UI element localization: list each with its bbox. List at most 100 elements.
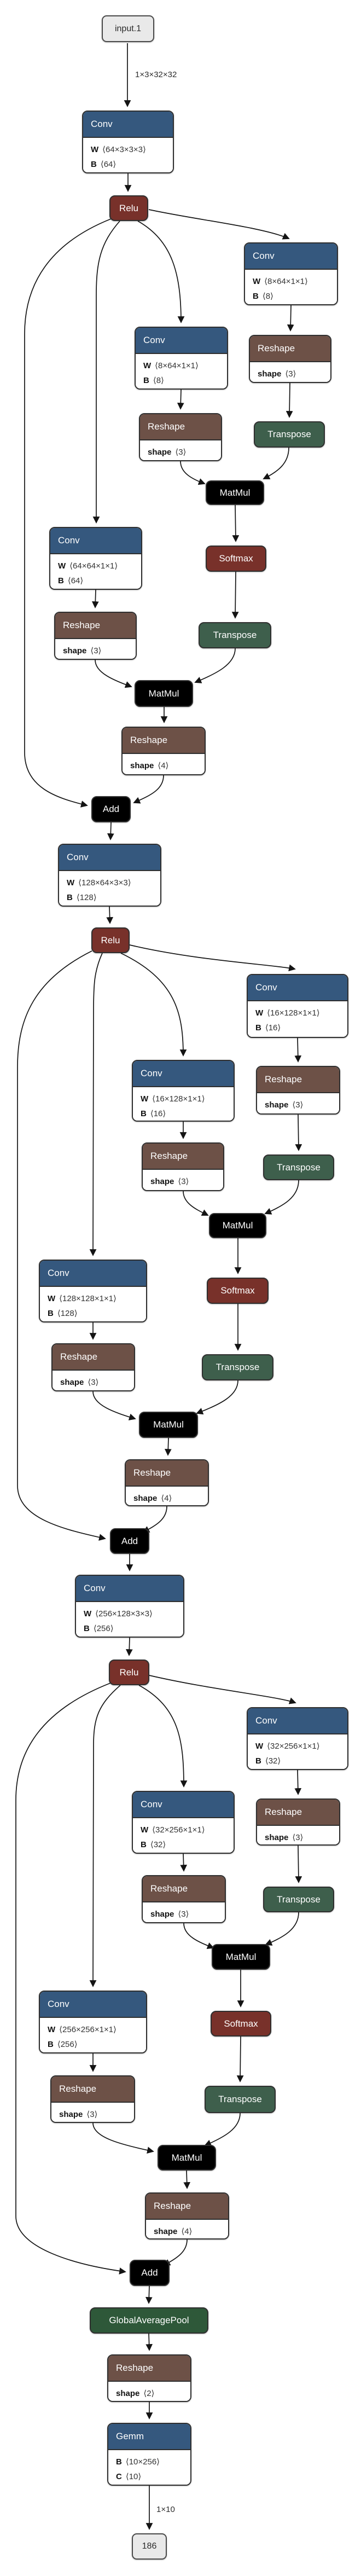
param-row: B⟨10×256⟩: [116, 2457, 160, 2467]
node-add3[interactable]: Add: [130, 2260, 170, 2286]
conv1-value-params: W⟨64×64×1×1⟩B⟨64⟩: [50, 554, 141, 589]
node-reshape-flat[interactable]: Reshape shape⟨2⟩: [107, 2354, 191, 2402]
conv1-key-header: Conv: [245, 243, 337, 270]
edge-relu3-to-conv3-key: [149, 1675, 296, 1704]
param-row: W⟨256×128×3×3⟩: [84, 1609, 153, 1618]
edge-relu1-to-add1: [24, 218, 112, 808]
edge-transpose1-key-to-matmul1-qk: [263, 447, 289, 479]
edge-conv1-query-to-reshape1-query: [177, 389, 184, 410]
node-softmax1[interactable]: Softmax: [206, 546, 266, 572]
param-row: shape⟨3⟩: [258, 369, 296, 379]
node-matmul2-av[interactable]: MatMul: [139, 1412, 198, 1438]
param-row: W⟨32×256×1×1⟩: [255, 1742, 320, 1751]
conv2-value-header: Conv: [40, 1261, 146, 1287]
node-add2[interactable]: Add: [110, 1528, 149, 1554]
edge-relu3-to-add3: [15, 1682, 126, 2275]
reshape1-value-header: Reshape: [55, 613, 136, 639]
conv2-query-header: Conv: [133, 1061, 234, 1087]
edge-relu3-to-conv3-value: [89, 1685, 121, 1987]
conv3-key-header: Conv: [248, 1708, 347, 1734]
node-relu3[interactable]: Relu: [109, 1660, 149, 1685]
param-row: B⟨16⟩: [255, 1023, 281, 1032]
param-row: B⟨64⟩: [58, 576, 84, 585]
reshape3-value-header: Reshape: [51, 2076, 134, 2103]
node-matmul1-av[interactable]: MatMul: [135, 680, 193, 707]
edge-conv3-query-to-reshape3-query: [180, 1853, 188, 1872]
edge-transpose3-attn-to-matmul3-av: [204, 2113, 241, 2146]
conv2-params: W⟨128×64×3×3⟩B⟨128⟩: [59, 871, 160, 906]
conv2-key-header: Conv: [248, 975, 347, 1001]
param-row: W⟨8×64×1×1⟩: [143, 361, 199, 370]
node-relu1[interactable]: Relu: [109, 195, 148, 221]
node-transpose3-key[interactable]: Transpose: [263, 1887, 334, 1912]
conv3-key-params: W⟨32×256×1×1⟩ B⟨32⟩: [248, 1734, 347, 1769]
edge-reshape2-key-to-transpose2-key: [295, 1114, 302, 1151]
edge-reshape1-key-to-transpose1-key: [286, 382, 293, 418]
node-transpose2-key[interactable]: Transpose: [263, 1154, 334, 1180]
edge-reshape2-value-to-matmul2-av: [92, 1391, 136, 1420]
param-row: W⟨32×256×1×1⟩: [141, 1825, 205, 1835]
reshape-flat-header: Reshape: [108, 2355, 190, 2382]
param-row: shape⟨3⟩: [265, 1100, 304, 1110]
node-transpose2-attn[interactable]: Transpose: [202, 1354, 273, 1380]
reshape-flat-params: shape⟨2⟩: [108, 2382, 190, 2401]
node-add1[interactable]: Add: [91, 796, 131, 822]
node-matmul2-qk[interactable]: MatMul: [209, 1213, 266, 1238]
node-output[interactable]: 186: [132, 2533, 167, 2560]
node-input[interactable]: input.1: [102, 15, 154, 42]
node-gap[interactable]: GlobalAveragePool: [90, 2307, 208, 2334]
edge-matmul1-qk-to-softmax1: [232, 504, 240, 542]
node-matmul1-qk[interactable]: MatMul: [206, 480, 264, 505]
node-matmul3-qk[interactable]: MatMul: [212, 1944, 270, 1970]
node-transpose1-key[interactable]: Transpose: [254, 421, 325, 448]
conv1-key-params: W⟨8×64×1×1⟩B⟨8⟩: [245, 270, 337, 304]
reshape2-key-header: Reshape: [257, 1067, 339, 1093]
conv2-key-params: W⟨16×128×1×1⟩B⟨16⟩: [248, 1001, 347, 1037]
node-reshape2-key[interactable]: Reshape shape⟨3⟩: [256, 1066, 340, 1115]
node-matmul3-av[interactable]: MatMul: [158, 2145, 216, 2171]
edge-relu2-to-add2: [17, 950, 106, 1541]
node-relu2[interactable]: Relu: [91, 927, 130, 953]
param-row: W⟨128×128×1×1⟩: [48, 1294, 117, 1303]
param-row: B⟨256⟩: [48, 2040, 78, 2049]
conv1-query-params: W⟨8×64×1×1⟩B⟨8⟩: [136, 354, 227, 388]
reshape1-key-params: shape⟨3⟩: [250, 362, 330, 382]
param-row: shape⟨3⟩: [60, 1378, 99, 1387]
node-transpose3-attn[interactable]: Transpose: [205, 2086, 276, 2113]
node-transpose1-attn[interactable]: Transpose: [199, 622, 271, 648]
param-row: W⟨256×256×1×1⟩: [48, 2025, 117, 2034]
edge-reshape1-value-to-matmul1-av: [95, 659, 132, 688]
node-softmax3[interactable]: Softmax: [211, 2011, 271, 2037]
node-softmax2[interactable]: Softmax: [207, 1278, 269, 1304]
reshape3-out-header: Reshape: [146, 2194, 228, 2220]
edge-conv1-key-to-reshape1-key: [287, 305, 294, 332]
param-row: B⟨32⟩: [255, 1756, 281, 1766]
param-row: shape⟨2⟩: [116, 2389, 155, 2398]
